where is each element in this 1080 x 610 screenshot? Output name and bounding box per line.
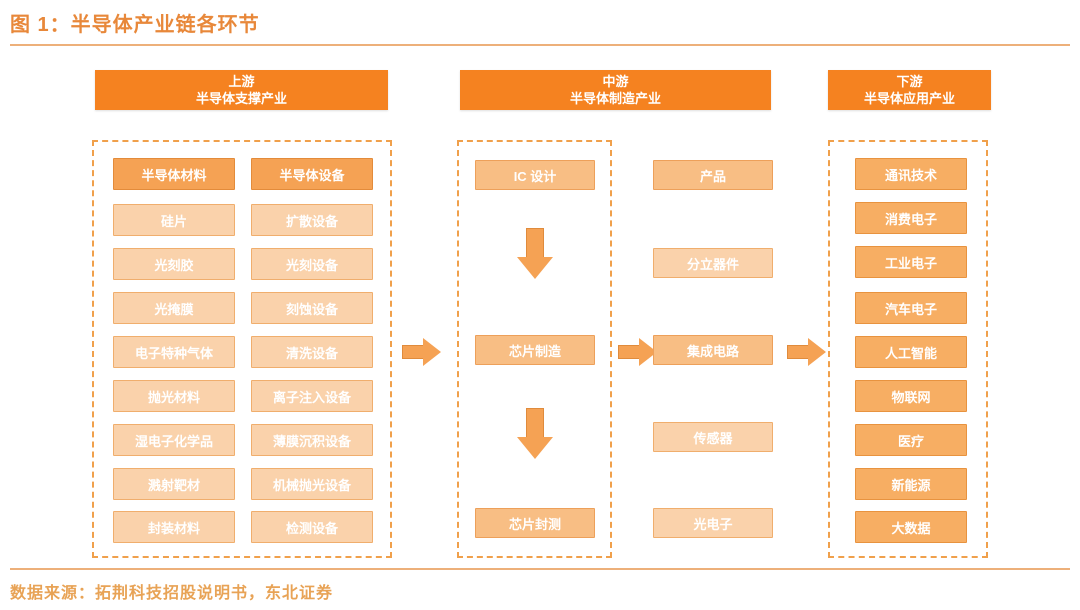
arrow-midstream-to-downstream-icon [787, 338, 829, 366]
arrow-fab-to-ic-icon [618, 338, 660, 366]
upstream-equipment-7[interactable]: 机械抛光设备 [251, 468, 373, 500]
downstream-application-2[interactable]: 工业电子 [855, 246, 967, 278]
upstream-equipment-0[interactable]: 半导体设备 [251, 158, 373, 190]
section-header-midstream: 中游 半导体制造产业 [460, 70, 771, 110]
section-header-upstream: 上游 半导体支撑产业 [95, 70, 388, 110]
upstream-equipment-5[interactable]: 离子注入设备 [251, 380, 373, 412]
midstream-product-2[interactable]: 集成电路 [653, 335, 773, 365]
upstream-material-7[interactable]: 溅射靶材 [113, 468, 235, 500]
section-header-downstream-line1: 下游 [896, 74, 923, 89]
upstream-equipment-6[interactable]: 薄膜沉积设备 [251, 424, 373, 456]
upstream-material-6[interactable]: 湿电子化学品 [113, 424, 235, 456]
figure-title-bar: 图 1：半导体产业链各环节 [0, 0, 1080, 44]
section-header-midstream-line1: 中游 [602, 74, 629, 89]
midstream-dashed-container [457, 140, 612, 558]
downstream-application-4[interactable]: 人工智能 [855, 336, 967, 368]
midstream-product-0[interactable]: 产品 [653, 160, 773, 190]
upstream-equipment-8[interactable]: 检测设备 [251, 511, 373, 543]
downstream-application-0[interactable]: 通讯技术 [855, 158, 967, 190]
midstream-process-0[interactable]: IC 设计 [475, 160, 595, 190]
downstream-dashed-container [828, 140, 988, 558]
midstream-process-2[interactable]: 芯片封测 [475, 508, 595, 538]
section-header-midstream-line2: 半导体制造产业 [569, 91, 661, 106]
upstream-material-0[interactable]: 半导体材料 [113, 158, 235, 190]
footer-divider [10, 568, 1070, 570]
upstream-material-2[interactable]: 光刻胶 [113, 248, 235, 280]
arrow-down-fab-to-packaging-icon [517, 408, 553, 460]
upstream-equipment-3[interactable]: 刻蚀设备 [251, 292, 373, 324]
source-note: 数据来源：拓荆科技招股说明书，东北证券 [10, 585, 334, 602]
section-header-upstream-line1: 上游 [228, 74, 255, 89]
arrow-upstream-to-midstream-icon [402, 338, 444, 366]
midstream-product-3[interactable]: 传感器 [653, 422, 773, 452]
downstream-application-7[interactable]: 新能源 [855, 468, 967, 500]
upstream-material-5[interactable]: 抛光材料 [113, 380, 235, 412]
midstream-product-1[interactable]: 分立器件 [653, 248, 773, 278]
midstream-product-4[interactable]: 光电子 [653, 508, 773, 538]
upstream-material-4[interactable]: 电子特种气体 [113, 336, 235, 368]
section-header-downstream-line2: 半导体应用产业 [863, 91, 955, 106]
upstream-dashed-container [92, 140, 392, 558]
page-title: 图 1：半导体产业链各环节 [10, 13, 260, 36]
upstream-material-1[interactable]: 硅片 [113, 204, 235, 236]
downstream-application-6[interactable]: 医疗 [855, 424, 967, 456]
upstream-equipment-1[interactable]: 扩散设备 [251, 204, 373, 236]
downstream-application-3[interactable]: 汽车电子 [855, 292, 967, 324]
downstream-application-5[interactable]: 物联网 [855, 380, 967, 412]
title-divider [10, 44, 1070, 46]
midstream-process-1[interactable]: 芯片制造 [475, 335, 595, 365]
section-header-downstream: 下游 半导体应用产业 [828, 70, 991, 110]
upstream-equipment-4[interactable]: 清洗设备 [251, 336, 373, 368]
upstream-material-3[interactable]: 光掩膜 [113, 292, 235, 324]
section-header-upstream-line2: 半导体支撑产业 [195, 91, 287, 106]
downstream-application-1[interactable]: 消费电子 [855, 202, 967, 234]
upstream-material-8[interactable]: 封装材料 [113, 511, 235, 543]
upstream-equipment-2[interactable]: 光刻设备 [251, 248, 373, 280]
downstream-application-8[interactable]: 大数据 [855, 511, 967, 543]
arrow-down-design-to-fab-icon [517, 228, 553, 280]
